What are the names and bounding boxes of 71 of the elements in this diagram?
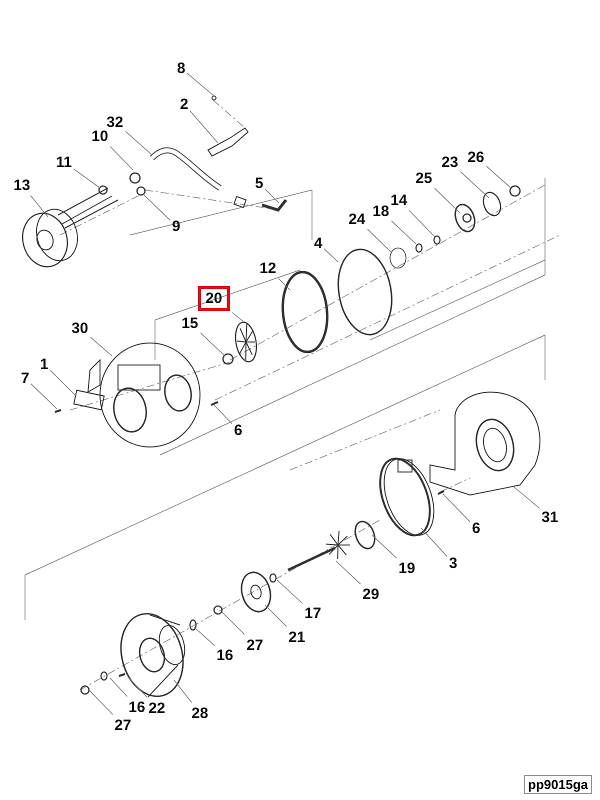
leader-line xyxy=(194,626,215,646)
callout-number: 13 xyxy=(14,176,30,194)
callout-number: 18 xyxy=(372,202,390,220)
leader-line xyxy=(514,486,540,509)
leader-line xyxy=(276,580,303,604)
callout-number: 22 xyxy=(148,700,166,716)
callout-number: 28 xyxy=(192,704,208,722)
leader-line xyxy=(30,383,58,410)
callout-number: 17 xyxy=(304,604,322,622)
callout-number: 14 xyxy=(390,192,408,208)
leader-line xyxy=(142,194,170,221)
callout-number: 30 xyxy=(72,320,88,336)
callout-number: 20 xyxy=(198,286,230,310)
leader-line xyxy=(30,195,48,218)
leader-line xyxy=(110,678,128,697)
callout-number: 16 xyxy=(216,646,234,664)
callout-number: 8 xyxy=(177,60,186,76)
callout-number: 32 xyxy=(106,114,124,130)
callout-number: 26 xyxy=(468,148,484,166)
callout-number: 6 xyxy=(472,520,480,536)
leader-line xyxy=(128,676,148,698)
leader-line xyxy=(367,228,392,254)
callout-number: 27 xyxy=(114,716,132,734)
callout-number: 19 xyxy=(398,560,416,576)
leader-line xyxy=(174,680,192,703)
callout-number: 4 xyxy=(314,234,322,252)
leader-line xyxy=(90,336,112,356)
leader-line xyxy=(264,188,280,204)
leader-line xyxy=(190,110,218,144)
callout-number: 16 xyxy=(128,698,146,716)
leader-line xyxy=(336,560,361,584)
callout-number: 1 xyxy=(40,356,48,372)
callout-number: 7 xyxy=(21,370,30,386)
leader-line xyxy=(110,146,134,170)
leader-line xyxy=(391,220,416,244)
leader-line xyxy=(264,604,287,627)
callout-number: 5 xyxy=(255,174,264,192)
callout-number: 2 xyxy=(180,96,188,112)
drawing-code: pp9015ga xyxy=(524,775,592,794)
leader-line xyxy=(460,171,490,198)
leader-line xyxy=(222,612,245,635)
leader-line xyxy=(214,404,232,424)
leader-line xyxy=(74,168,100,188)
leader-line xyxy=(125,130,152,156)
callout-number: 10 xyxy=(92,128,108,144)
leader-line xyxy=(434,188,460,214)
callout-number: 6 xyxy=(234,422,242,438)
leader-line xyxy=(442,494,470,522)
callout-number: 3 xyxy=(449,554,458,572)
leader-line xyxy=(408,210,436,238)
leader-line xyxy=(420,528,448,557)
leader-line xyxy=(88,690,114,715)
leader-line xyxy=(486,166,512,190)
leader-line xyxy=(278,278,290,290)
leader-line xyxy=(50,370,76,396)
callout-number: 11 xyxy=(56,154,72,170)
callout-number: 23 xyxy=(442,154,458,170)
leader-line xyxy=(186,72,214,96)
callout-number: 29 xyxy=(362,586,380,602)
callout-number: 15 xyxy=(182,314,198,332)
leader-line xyxy=(232,312,244,322)
callout-number: 25 xyxy=(416,170,432,186)
leader-line xyxy=(324,248,338,262)
callout-number: 9 xyxy=(172,218,180,234)
callout-number: 21 xyxy=(288,628,306,646)
callout-number: 27 xyxy=(246,636,264,654)
leader-line xyxy=(372,534,397,558)
callout-number: 12 xyxy=(260,260,276,276)
leader-line xyxy=(200,332,226,356)
callout-number: 24 xyxy=(348,210,366,228)
callout-number: 31 xyxy=(542,508,558,526)
